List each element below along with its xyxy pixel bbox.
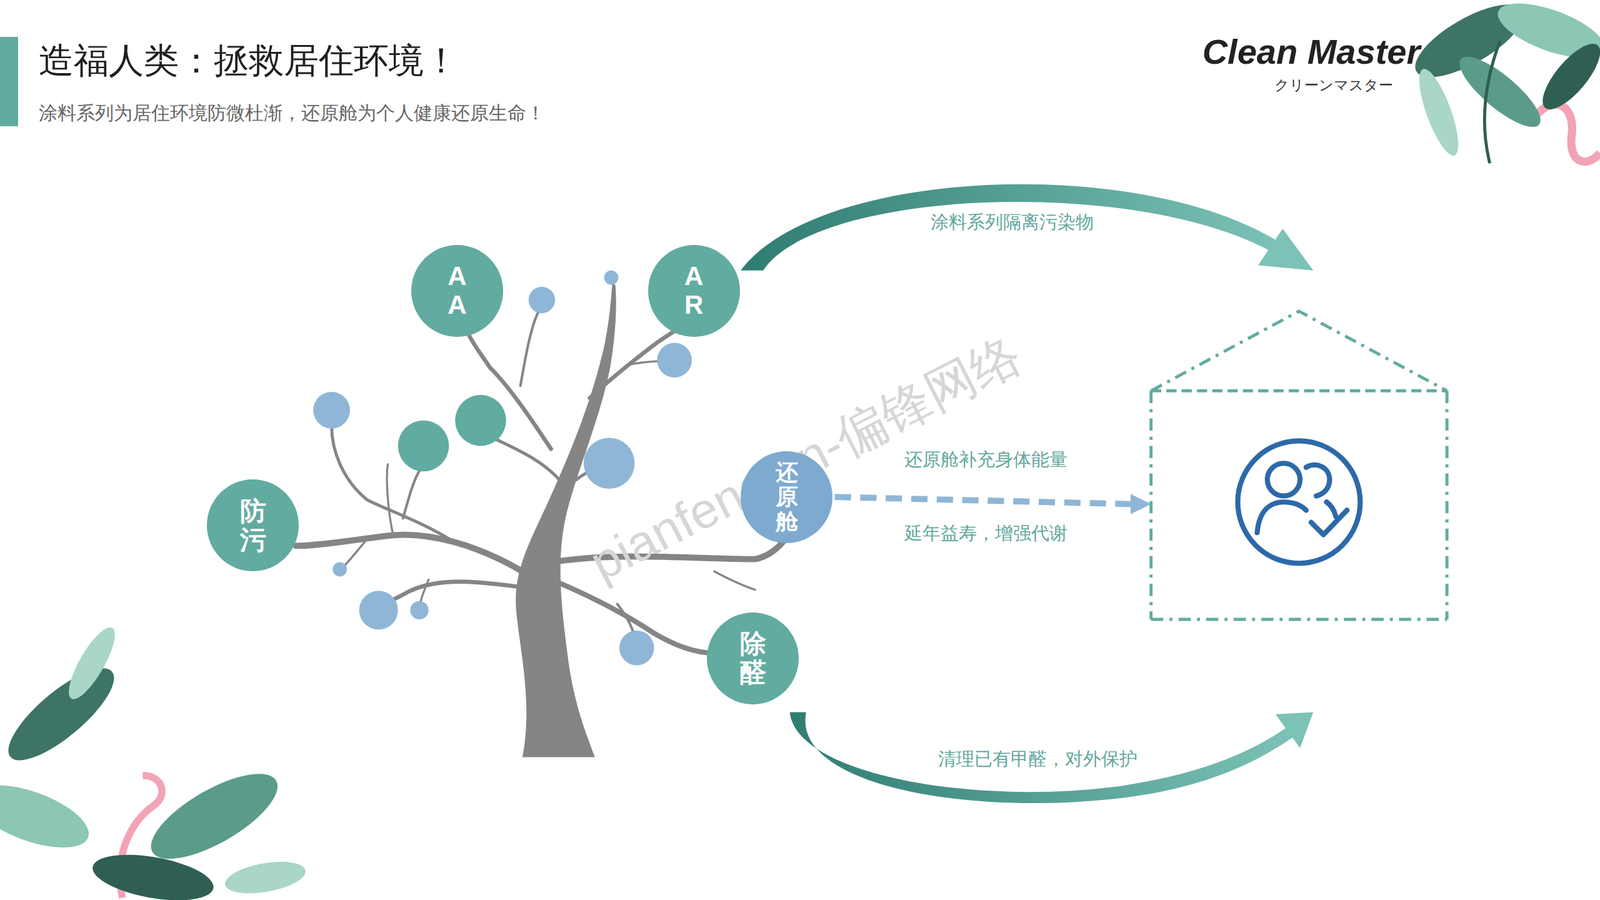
house-outline [1151, 389, 1447, 393]
branch-circle: 防污 [206, 479, 299, 572]
tree-illustration [295, 535, 522, 572]
leaf-decoration [1411, 65, 1467, 160]
leaf-decoration [1533, 35, 1600, 119]
tree-illustration [379, 581, 519, 603]
user-icon [1237, 440, 1360, 564]
leaf-decoration [1405, 0, 1600, 164]
flow-arrow [1258, 228, 1314, 271]
leaf-decoration [1484, 40, 1500, 164]
leaf-decoration [1450, 46, 1550, 137]
user-icon [1256, 501, 1306, 533]
branch-circle: AA [411, 245, 504, 337]
tree-illustration [332, 562, 347, 577]
arrow-label: 清理已有甲醛，对外保护 [938, 746, 1138, 772]
brand-logo: Clean Master [1202, 30, 1421, 72]
tree-illustration [619, 630, 655, 666]
flow-arrow [740, 184, 1284, 271]
brand-subtitle: クリーンマスター [1274, 75, 1394, 95]
tree-illustration [313, 391, 350, 429]
tree-illustration [403, 469, 421, 519]
flow-arrow [1275, 712, 1314, 749]
leaf-decoration [60, 621, 123, 705]
leaf-decoration [0, 654, 127, 774]
slide-title: 造福人类：拯救居住环境！ [38, 37, 459, 85]
branch-circle: 除醛 [706, 612, 799, 705]
user-icon [1326, 501, 1336, 517]
branch-circle: 还原舱 [740, 451, 833, 544]
house-outline [1151, 311, 1447, 391]
leaf-decoration [0, 772, 97, 861]
flow-arrow [1130, 493, 1152, 515]
tree-illustration [343, 538, 368, 568]
house-outline [1151, 390, 1447, 620]
tree-illustration [410, 601, 429, 620]
accent-bar [0, 36, 19, 127]
tree-illustration [630, 361, 662, 365]
tree-illustration [656, 343, 692, 379]
tree-illustration [528, 286, 555, 314]
node-label: AA [443, 261, 470, 320]
house-outline [1151, 311, 1447, 620]
user-icon [1311, 510, 1347, 535]
tree-illustration [604, 270, 619, 285]
tree-illustration [714, 571, 755, 590]
arrow-label: 还原舱补充身体能量 [904, 447, 1068, 473]
node-label: 防污 [240, 496, 267, 555]
tree-illustration [359, 590, 399, 630]
node-label: 除醛 [740, 629, 767, 687]
leaf-decoration [139, 757, 290, 875]
node-label: AR [680, 261, 707, 320]
tree-illustration [455, 395, 507, 447]
user-icon [1306, 465, 1330, 497]
tree-illustration [398, 420, 450, 472]
leaf-decoration [1530, 104, 1600, 162]
arrow-label: 涂料系列隔离污染物 [930, 210, 1094, 235]
flow-arrow [740, 184, 1314, 804]
slide-caption: 涂料系列为居住环境防微杜渐，还原舱为个人健康还原生命！ [38, 100, 545, 127]
tree-illustration [386, 464, 393, 534]
arrow-label: 延年益寿，增强代谢 [904, 521, 1068, 547]
leaf-decoration [222, 856, 309, 899]
flow-arrow [790, 712, 1295, 804]
flow-arrow [835, 496, 1131, 504]
tree-illustration [583, 437, 635, 489]
user-icon [1267, 463, 1300, 496]
node-label: 还原舱 [775, 460, 799, 535]
tree-illustration [515, 283, 617, 758]
user-icon [1237, 440, 1360, 564]
branch-circle: AR [648, 245, 740, 337]
tree-illustration [520, 311, 539, 386]
leaf-decoration [89, 846, 217, 900]
leaf-decoration [0, 621, 309, 900]
